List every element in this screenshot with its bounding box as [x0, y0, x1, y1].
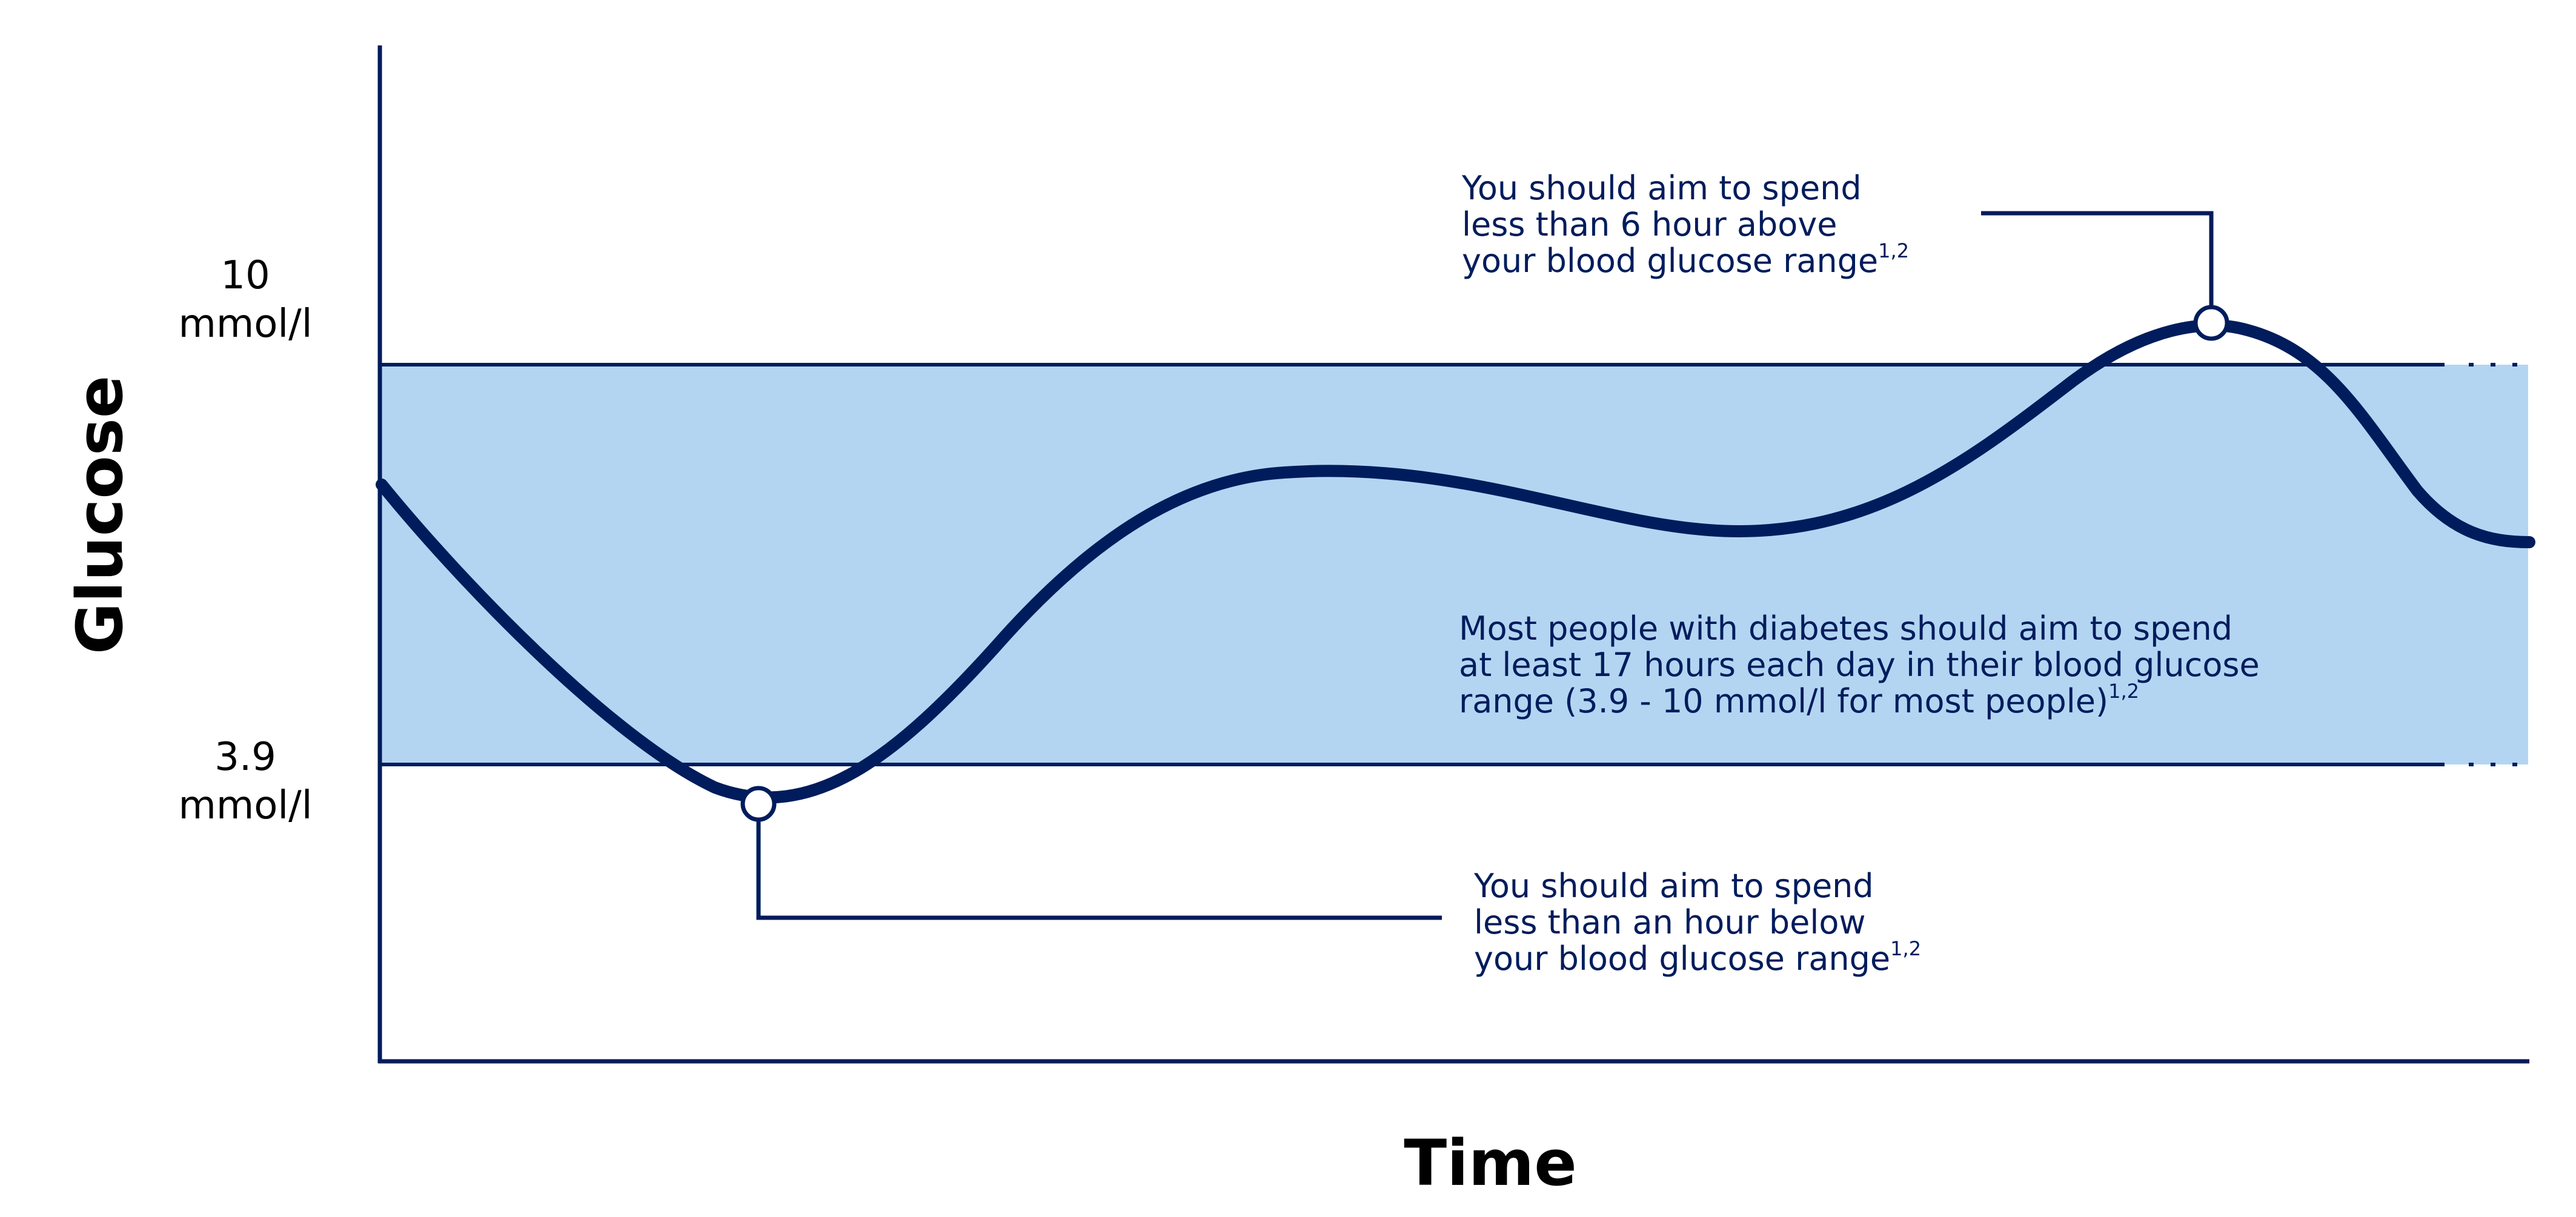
note-in-range: Most people with diabetes should aim to …: [1459, 611, 2260, 720]
y-axis-title: Glucose: [58, 370, 142, 660]
note-below-line-1: You should aim to spend: [1474, 867, 1874, 905]
note-in-range-reference: 1,2: [2108, 680, 2139, 703]
y-axis-title-text: Glucose: [63, 375, 137, 655]
upper-limit-unit: mmol/l: [178, 302, 313, 347]
note-below-line-2: less than an hour below: [1474, 903, 1866, 941]
upper-limit-value: 10: [221, 253, 270, 298]
note-above-line-3-text: your blood glucose range: [1462, 242, 1879, 280]
note-in-range-line-2: at least 17 hours each day in their bloo…: [1459, 646, 2260, 684]
low-point-marker: [740, 786, 777, 822]
note-in-range-line-3: range (3.9 - 10 mmol/l for most people)1…: [1459, 680, 2260, 720]
note-below-line-3: your blood glucose range1,2: [1474, 939, 1921, 978]
lower-limit-unit: mmol/l: [178, 783, 313, 828]
lower-limit-value: 3.9: [214, 735, 276, 780]
note-above-range: You should aim to spend less than 6 hour…: [1462, 170, 1909, 279]
note-above-line-2: less than 6 hour above: [1462, 205, 1837, 244]
below-range-leader: [756, 815, 1442, 920]
note-below-line-3-text: your blood glucose range: [1474, 940, 1891, 978]
upper-limit-label: 10 mmol/l: [154, 251, 336, 348]
note-below-reference: 1,2: [1890, 937, 1922, 960]
note-above-reference: 1,2: [1878, 239, 1910, 262]
target-range-band: [379, 365, 2528, 764]
note-in-range-line-1: Most people with diabetes should aim to …: [1459, 609, 2233, 648]
above-range-leader: [1981, 211, 2214, 306]
note-above-line-3: your blood glucose range1,2: [1462, 241, 1909, 280]
high-point-marker: [2193, 305, 2229, 341]
note-below-range: You should aim to spend less than an hou…: [1474, 868, 1921, 977]
note-in-range-line-3-text: range (3.9 - 10 mmol/l for most people): [1459, 682, 2109, 720]
note-above-line-1: You should aim to spend: [1462, 169, 1862, 207]
x-axis-title: Time: [1404, 1126, 1577, 1200]
lower-limit-label: 3.9 mmol/l: [154, 733, 336, 830]
